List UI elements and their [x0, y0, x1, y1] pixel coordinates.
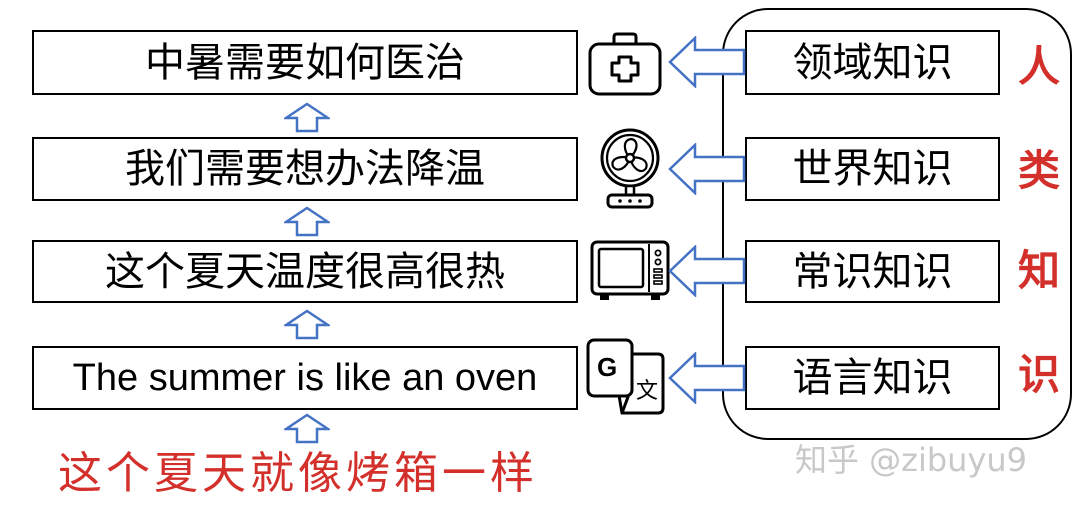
reasoning-step-box: 这个夏天温度很高很热: [32, 240, 578, 303]
group-label-char: 知: [1017, 246, 1060, 295]
reasoning-step-text: 这个夏天温度很高很热: [105, 248, 505, 295]
left-arrow: [668, 352, 746, 404]
reasoning-step-box: 我们需要想办法降温: [32, 137, 578, 201]
watermark: 知乎 @zibuyu9: [795, 441, 1028, 479]
left-arrow: [668, 36, 746, 88]
translate-icon-cjk-glyph: 文: [636, 379, 658, 404]
input-sentence: 这个夏天就像烤箱一样: [58, 448, 538, 499]
microwave-icon: [590, 240, 670, 300]
knowledge-box-linguistic: 语言知识: [745, 346, 1000, 410]
up-arrow: [284, 206, 330, 237]
left-arrow: [668, 143, 746, 195]
up-arrow: [284, 413, 330, 444]
reasoning-step-text: 我们需要想办法降温: [125, 146, 485, 192]
knowledge-label: 常识知识: [792, 248, 953, 295]
reasoning-step-text: 中暑需要如何医治: [145, 39, 465, 86]
reasoning-step-box: 中暑需要如何医治: [32, 30, 578, 95]
group-label-char: 识: [1017, 350, 1060, 399]
reasoning-step-box: The summer is like an oven: [32, 346, 578, 410]
up-arrow: [284, 309, 330, 340]
group-label-char: 类: [1017, 146, 1060, 195]
knowledge-box-world: 世界知识: [745, 137, 1000, 201]
knowledge-label: 语言知识: [792, 355, 953, 401]
knowledge-label: 世界知识: [792, 146, 953, 192]
knowledge-box-domain: 领域知识: [745, 30, 1000, 95]
fan-icon: [600, 128, 660, 209]
translate-icon-latin-glyph: G: [597, 352, 617, 382]
translate-icon: G 文: [586, 338, 665, 415]
knowledge-box-commonsense: 常识知识: [745, 240, 1000, 303]
up-arrow: [284, 102, 330, 133]
first-aid-kit-icon: [588, 32, 662, 96]
group-label-char: 人: [1017, 42, 1060, 91]
reasoning-step-text: The summer is like an oven: [72, 357, 538, 399]
left-arrow: [668, 245, 746, 297]
human-knowledge-group: [722, 8, 1072, 440]
knowledge-label: 领域知识: [792, 39, 953, 86]
